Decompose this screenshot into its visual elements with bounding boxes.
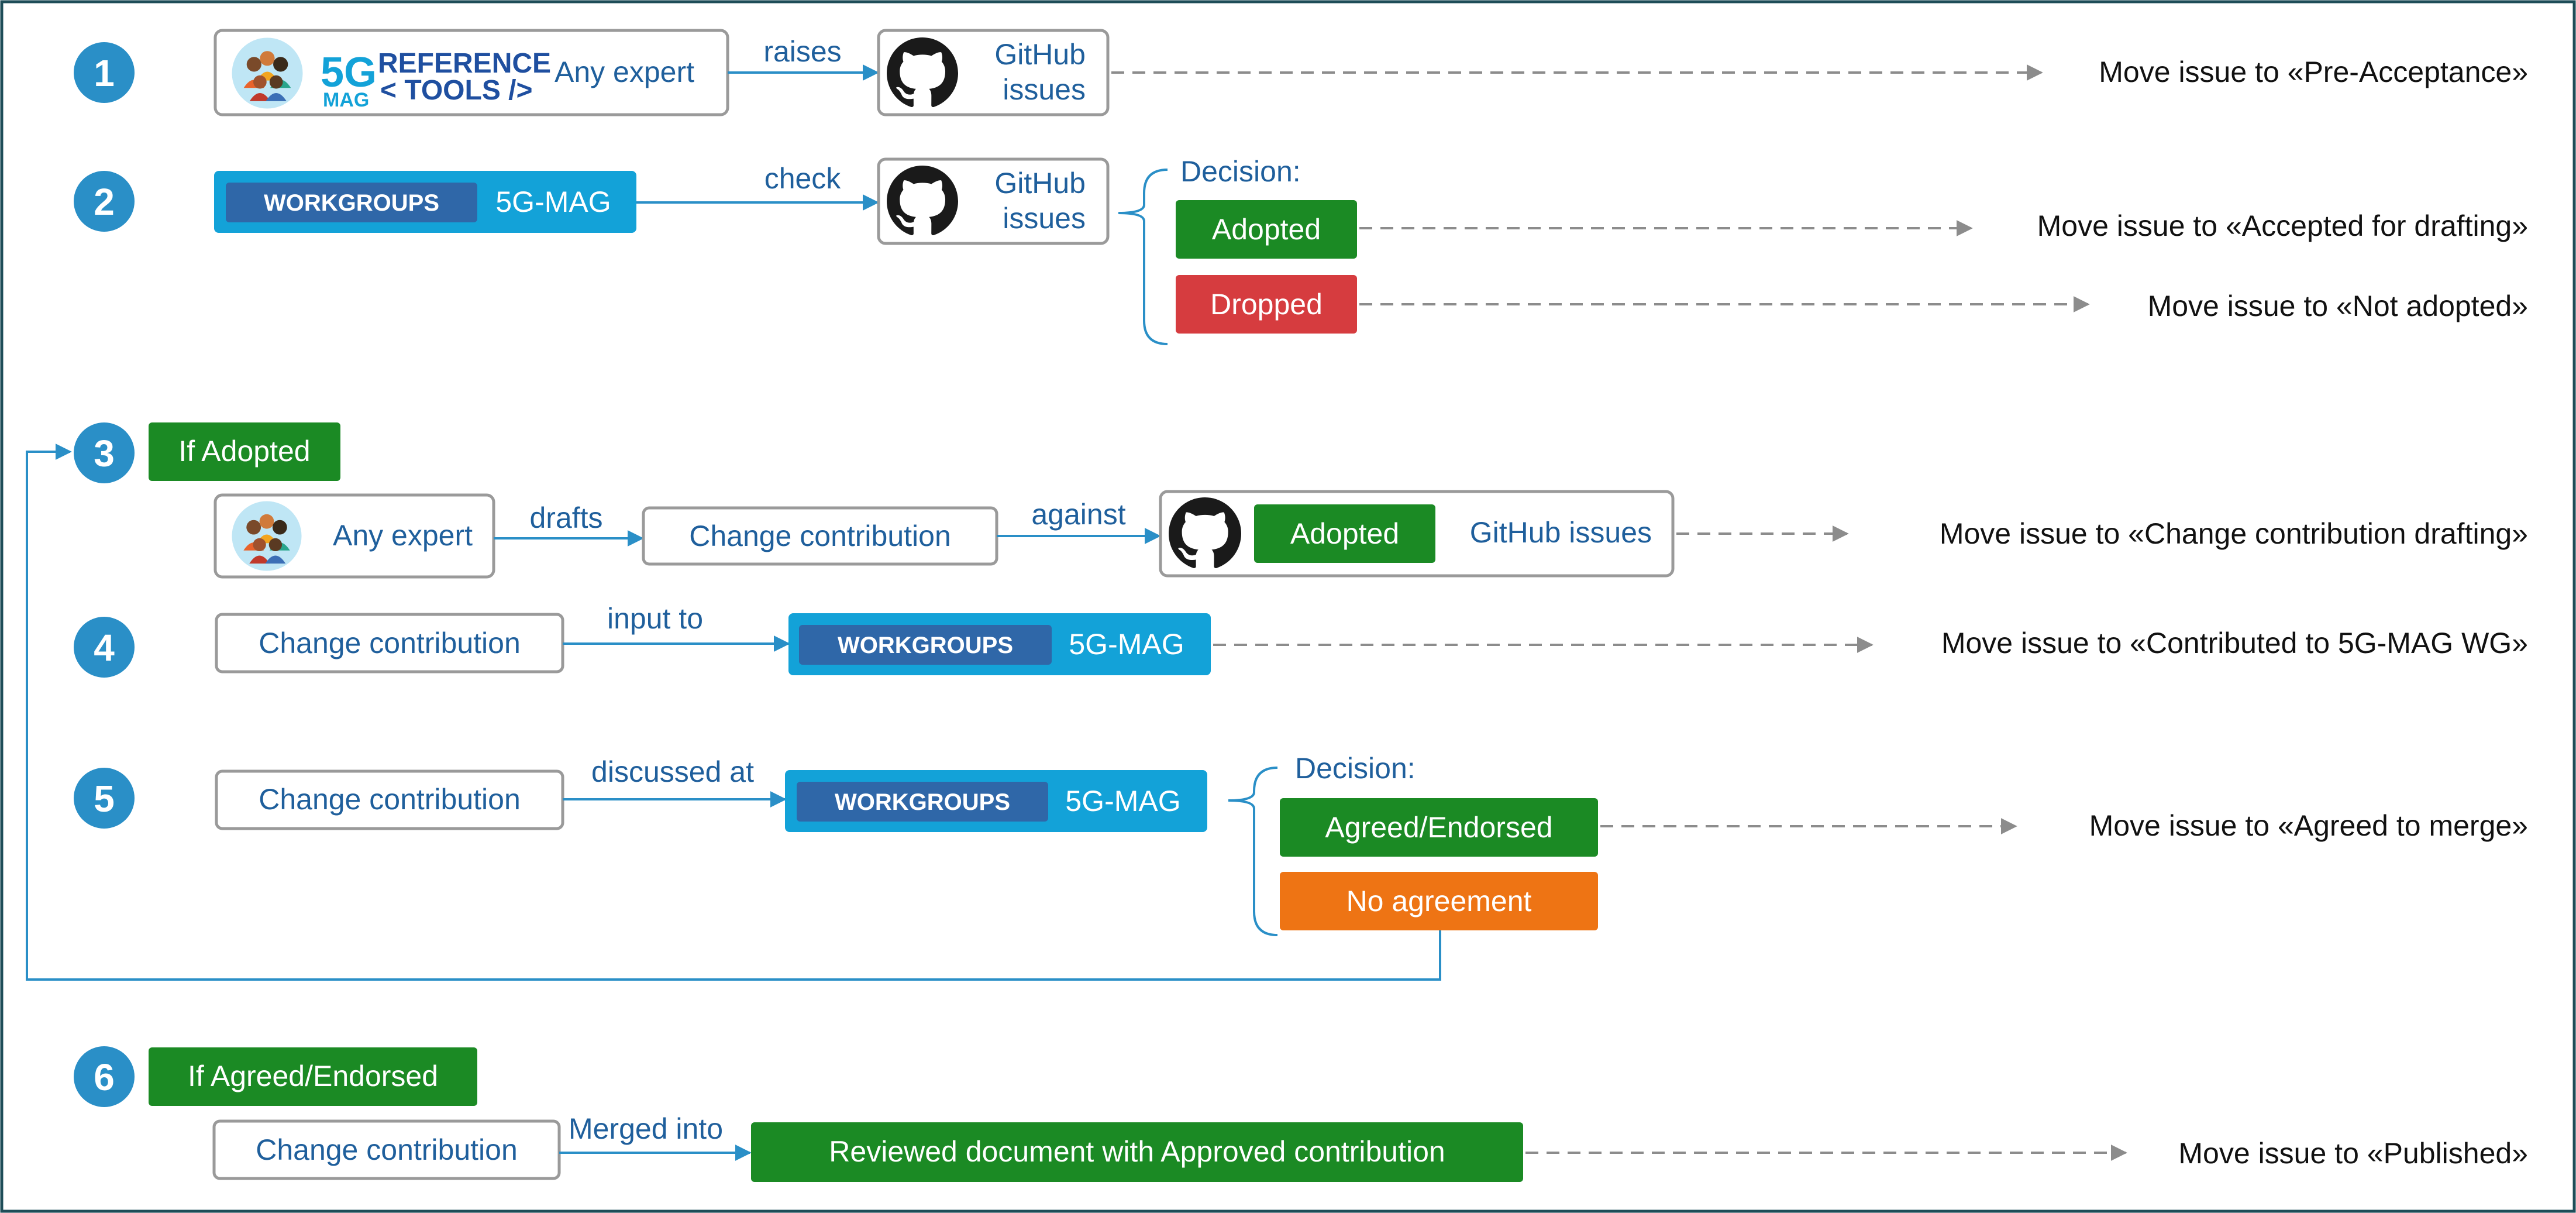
- logo-line1-text: REFERENCE: [378, 48, 551, 79]
- step-1: 1 5G MAG REFERENCE < TOOLS /> Any expert…: [74, 29, 2528, 116]
- workgroups-name: 5G-MAG: [495, 185, 611, 218]
- step-4-status: Move issue to «Contributed to 5G-MAG WG»: [1941, 627, 2528, 659]
- step-6-condition-badge: [149, 1047, 477, 1106]
- step-4-item: Change contribution: [259, 627, 521, 659]
- step-3-condition-badge: [149, 422, 340, 481]
- step-5-number: 5: [94, 778, 115, 820]
- step-5-decision-label: Decision:: [1295, 752, 1416, 785]
- step-5-verb: discussed at: [591, 755, 754, 788]
- step-1-badge: [74, 42, 135, 103]
- step-1-verb: raises: [763, 35, 841, 68]
- step-2-dropped-label: Dropped: [1210, 288, 1323, 321]
- workgroups-tag-label: WORKGROUPS: [835, 789, 1010, 815]
- step-6-condition: If Agreed/Endorsed: [188, 1060, 438, 1092]
- step-5-no-agreement-badge: [1280, 872, 1598, 930]
- step-2-decision-brace: [1118, 169, 1168, 345]
- workgroups-name: 5G-MAG: [1069, 628, 1184, 661]
- step-3-condition: If Adopted: [178, 435, 310, 468]
- workgroups-tag-label: WORKGROUPS: [264, 190, 439, 216]
- step-2-dropped-badge: [1176, 275, 1357, 334]
- step-6-target: Reviewed document with Approved contribu…: [829, 1135, 1445, 1168]
- step-3-verb2: against: [1031, 498, 1125, 531]
- step-2-dropped-status: Move issue to «Not adopted»: [2148, 290, 2528, 322]
- step-5-no-agreement-label: No agreement: [1346, 885, 1532, 918]
- step-1-target-line2: issues: [1003, 73, 1086, 106]
- step-4-verb: input to: [607, 602, 703, 635]
- step-3: 3 If Adopted Any expert drafts Change co…: [74, 422, 2528, 579]
- step-5-decision-brace: [1228, 767, 1278, 936]
- step-3-adopted-badge: [1254, 504, 1435, 563]
- step-3-number: 3: [94, 432, 115, 475]
- step-2-adopted-status: Move issue to «Accepted for drafting»: [2037, 209, 2528, 242]
- reference-tools-logo: 5G MAG REFERENCE < TOOLS />: [321, 48, 551, 111]
- step-6-status: Move issue to «Published»: [2178, 1137, 2528, 1170]
- workgroups-name: 5G-MAG: [1065, 785, 1180, 817]
- step-4: 4 Change contribution input to WORKGROUP…: [74, 602, 2528, 678]
- people-group-icon: [232, 37, 303, 109]
- step-5-agreed-badge: [1280, 798, 1598, 857]
- step-5-agreed-label: Agreed/Endorsed: [1325, 811, 1552, 844]
- step-3-target-label: GitHub issues: [1470, 516, 1652, 549]
- people-group-icon: [232, 501, 302, 571]
- step-1-actor-label: Any expert: [555, 56, 694, 88]
- step-6-target-box: [751, 1122, 1523, 1182]
- step-2-adopted-badge: [1176, 200, 1357, 259]
- step-6-change-contribution-box: [212, 1119, 561, 1180]
- step-6: 6 If Agreed/Endorsed Change contribution…: [74, 1046, 2528, 1182]
- step-2-decision-label: Decision:: [1180, 155, 1301, 188]
- logo-line2-text: < TOOLS />: [380, 75, 533, 106]
- step-5: 5 Change contribution discussed at WORKG…: [26, 444, 2528, 981]
- step-2-target-line2: issues: [1003, 202, 1086, 235]
- step-2-adopted-label: Adopted: [1212, 213, 1321, 246]
- step-6-verb: Merged into: [569, 1112, 723, 1145]
- step-6-item: Change contribution: [256, 1133, 518, 1166]
- workgroups-tag: [226, 183, 477, 222]
- step-2-number: 2: [94, 181, 115, 223]
- step-3-badge: [74, 422, 135, 483]
- logo-mag-text: MAG: [323, 89, 369, 111]
- step-1-number: 1: [94, 52, 115, 94]
- step-3-status: Move issue to «Change contribution draft…: [1940, 517, 2528, 550]
- step-5-badge: [74, 768, 135, 829]
- step-3-actor-label: Any expert: [333, 519, 473, 552]
- loop-back-arrow: [26, 444, 1441, 981]
- step-1-status: Move issue to «Pre-Acceptance»: [2099, 56, 2528, 88]
- logo-5g-text: 5G: [321, 49, 377, 96]
- step-4-badge: [74, 617, 135, 678]
- step-3-adopted-label: Adopted: [1290, 517, 1399, 550]
- workgroups-tag: [797, 782, 1048, 822]
- step-6-badge: [74, 1046, 135, 1107]
- step-3-item: Change contribution: [689, 520, 951, 552]
- step-3-verb: drafts: [529, 501, 602, 534]
- step-5-item: Change contribution: [259, 783, 521, 816]
- step-2-target-line1: GitHub: [994, 167, 1086, 200]
- step-6-number: 6: [94, 1056, 115, 1098]
- step-5-status: Move issue to «Agreed to merge»: [2089, 809, 2528, 842]
- workgroups-tag: [799, 625, 1052, 665]
- step-2-verb: check: [764, 162, 842, 195]
- step-4-number: 4: [94, 627, 115, 669]
- step-2: 2 WORKGROUPS 5G-MAG check GitHub issues …: [74, 155, 2528, 345]
- step-2-badge: [74, 171, 135, 232]
- step-1-target-line1: GitHub: [994, 38, 1086, 71]
- workgroups-tag-label: WORKGROUPS: [838, 633, 1013, 658]
